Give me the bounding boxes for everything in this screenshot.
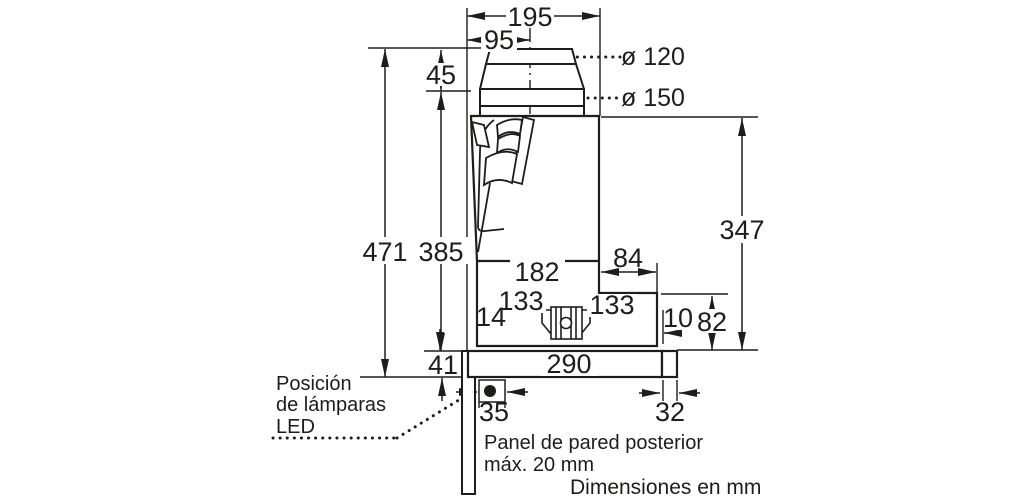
motor-axis [559,316,573,330]
dim-32-label: 32 [655,397,685,427]
blower-slat-1 [496,118,524,139]
text-backplates [357,4,771,376]
dim-195-label: 195 [507,2,552,32]
dim-84-label: 84 [613,243,643,273]
dim-41-label: 41 [428,350,458,380]
dim-35-label: 35 [479,397,509,427]
blower-scroll [477,119,505,233]
led-note-line3: LED [276,416,315,438]
units-note: Dimensiones en mm [570,476,761,499]
dim-95-label: 95 [484,25,514,55]
motor-symbol [541,306,591,340]
dim-82-label: 82 [697,307,727,337]
dim-290-label: 290 [546,349,591,379]
duct [479,48,585,116]
led-lamp-dot [484,385,496,397]
duct-transition [479,63,585,90]
blower-assembly [470,115,536,233]
extension-lines [360,8,758,408]
dim-14-label: 14 [476,302,506,332]
dim-471-label: 471 [362,237,407,267]
leader-dots [271,55,623,440]
diameter-120-label: ø 120 [621,43,685,71]
blower-slat-3 [482,150,519,187]
mounting-bracket [660,349,679,379]
dim-45-label: 45 [426,60,456,90]
diameter-150-label: ø 150 [621,84,685,112]
annotations: Posición de lámparas LED Panel de pared … [276,373,761,499]
dim-182-label: 182 [514,257,559,287]
panel-note-line2: máx. 20 mm [484,454,594,476]
dim-133-left-label: 133 [498,286,543,316]
led-note-line2: de lámparas [276,394,386,416]
dim-10-label: 10 [663,303,693,333]
dim-385-label: 385 [418,237,463,267]
panel-note-line1: Panel de pared posterior [484,432,703,454]
duct-cap-120 [484,48,578,65]
dimension-labels: 195 95 45 471 385 347 182 84 133 133 14 … [362,2,764,427]
dim-133-right-label: 133 [589,290,634,320]
duct-ring-150 [479,88,585,107]
dim-347-label: 347 [719,215,764,245]
leader-led-diagonal [395,393,469,440]
led-note-line1: Posición [276,373,352,395]
hood-front-inner-edge [477,182,491,253]
blower-inlet [470,120,491,149]
blower-slat-2 [495,133,521,155]
